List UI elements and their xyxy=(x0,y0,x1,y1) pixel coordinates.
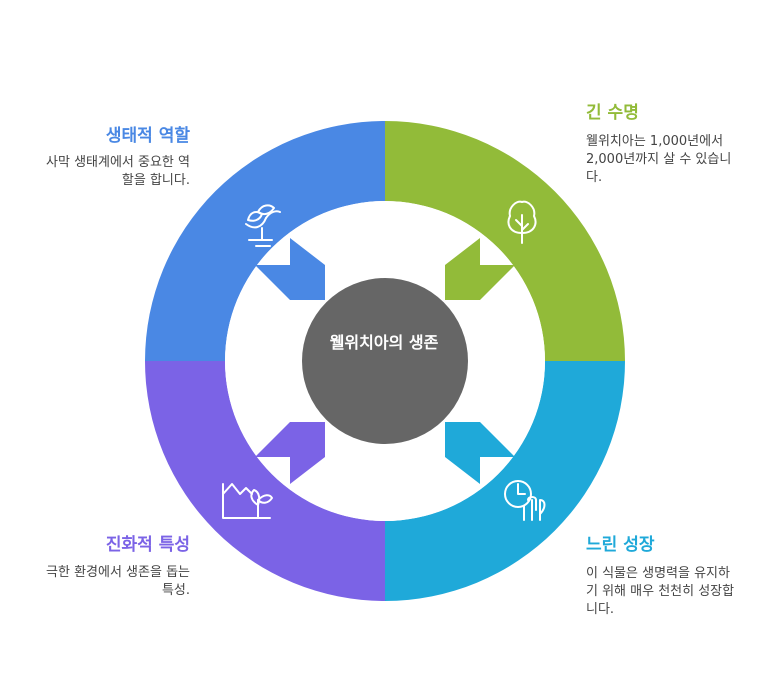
quadrant-bottom-left xyxy=(145,361,385,601)
section-desc-slow-growth: 이 식물은 생명력을 유지하기 위해 매우 천천히 성장합니다. xyxy=(586,566,735,617)
quadrant-bottom-right xyxy=(385,361,625,601)
section-desc-evolutionary-traits: 극한 환경에서 생존을 돕는 특성. xyxy=(46,565,190,598)
section-desc-ecological-role: 사막 생태계에서 중요한 역할을 합니다. xyxy=(46,155,190,188)
section-title-evolutionary-traits: 진화적 특성 xyxy=(105,535,190,555)
arrow-top-left xyxy=(255,238,325,300)
arrow-bottom-right xyxy=(445,422,515,484)
arrow-bottom-left xyxy=(255,422,325,484)
section-desc-long-lifespan: 웰위치아는 1,000년에서 2,000년까지 살 수 있습니다. xyxy=(586,134,732,185)
desert-plant-icon xyxy=(222,483,273,519)
center-title: 웰위치아의 생존 xyxy=(329,333,439,352)
arrow-top-right xyxy=(445,238,515,300)
growth-clock-icon xyxy=(504,480,546,521)
tree-icon xyxy=(507,200,537,244)
center-circle xyxy=(302,278,468,444)
plant-hand-icon xyxy=(245,204,281,247)
section-title-long-lifespan: 긴 수명 xyxy=(586,103,639,123)
section-title-ecological-role: 생태적 역할 xyxy=(105,126,190,146)
section-title-slow-growth: 느린 성장 xyxy=(586,535,655,555)
quadrant-top-right xyxy=(385,121,625,361)
